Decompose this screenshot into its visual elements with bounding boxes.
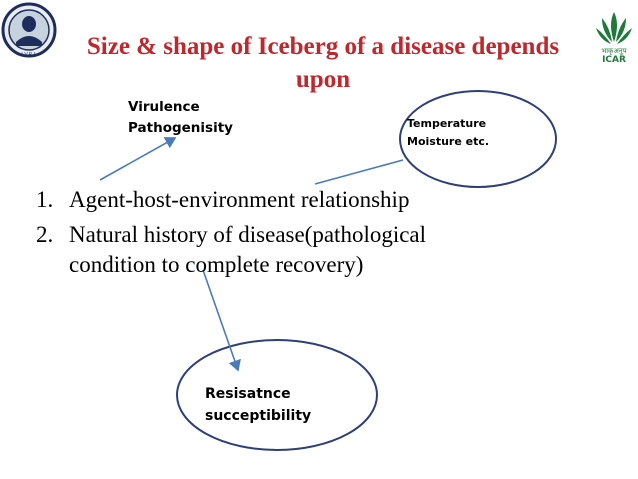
slide-title-line-2: upon (295, 66, 351, 93)
ivri-logo: I.V.R.I. (1, 2, 57, 58)
list-item-text-line-2: condition to complete recovery) (69, 252, 364, 277)
line-to-temperature (314, 159, 404, 185)
arrow-to-virulence (99, 137, 177, 181)
virulence-label: Virulence Pathogenisity (128, 97, 233, 139)
list-item-number: 2. (36, 222, 54, 247)
list-item: 1. Agent-host-environment relationship (36, 185, 596, 215)
resistance-label-line-2: succeptibility (205, 408, 312, 424)
list-item-text-line-1: Natural history of disease(pathological (69, 222, 427, 247)
slide-title: Size & shape of Iceberg of a disease dep… (58, 30, 588, 96)
numbered-list: 1. Agent-host-environment relationship 2… (36, 185, 596, 285)
list-item-number: 1. (36, 187, 54, 212)
ivri-logo-text: I.V.R.I. (21, 52, 37, 58)
icar-logo-script: भाकृअनुप (601, 47, 627, 55)
virulence-label-line-1: Virulence (128, 99, 200, 115)
temperature-label-line-1: Temperature (407, 117, 487, 130)
temperature-label-line-2: Moisture etc. (407, 135, 490, 148)
list-item-text: Agent-host-environment relationship (69, 187, 410, 212)
temperature-label: Temperature Moisture etc. (407, 115, 489, 151)
resistance-label: Resisatnce succeptibility (205, 383, 311, 427)
arrow-to-resistance (202, 269, 241, 372)
slide-title-line-1: Size & shape of Iceberg of a disease dep… (86, 33, 560, 60)
icar-logo: भाकृअनुप ICAR (596, 12, 632, 64)
virulence-label-line-2: Pathogenisity (128, 120, 233, 136)
resistance-label-line-1: Resisatnce (205, 386, 291, 402)
icar-logo-text: ICAR (602, 55, 626, 64)
list-item: 2. Natural history of disease(pathologic… (36, 220, 596, 280)
